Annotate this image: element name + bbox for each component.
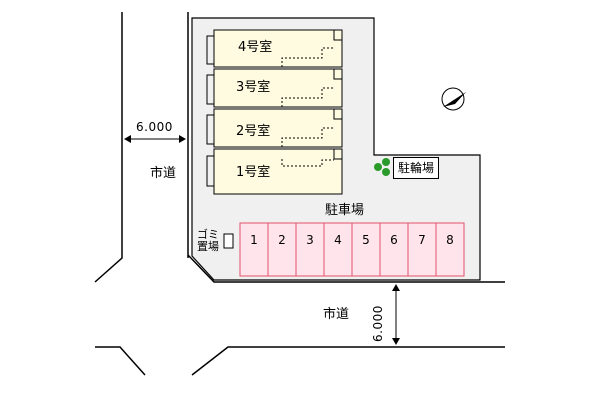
parking-space-number-2: 2 bbox=[278, 233, 286, 247]
parking-space-2 bbox=[267, 222, 297, 277]
room-2-block bbox=[213, 108, 343, 148]
trash-area-label-line1: ゴミ bbox=[197, 228, 219, 241]
west-road-width-label: 6.000 bbox=[136, 120, 173, 134]
parking-space-number-5: 5 bbox=[362, 233, 370, 247]
room-3-block bbox=[213, 68, 343, 108]
parking-space-number-1: 1 bbox=[250, 233, 258, 247]
bicycle-parking-label: 駐輪場 bbox=[393, 157, 440, 179]
parking-space-number-4: 4 bbox=[334, 233, 342, 247]
west-road-label: 市道 bbox=[150, 166, 177, 181]
building bbox=[206, 29, 343, 195]
room-3-label: 3号室 bbox=[236, 80, 271, 95]
west-road-dimension-arrow bbox=[124, 135, 186, 143]
parking-space-7 bbox=[407, 222, 437, 277]
north-arrow-icon bbox=[441, 87, 466, 111]
parking-space-3 bbox=[295, 222, 325, 277]
south-road-width-label: 6.000 bbox=[371, 305, 385, 342]
south-road-bottom-right-edge bbox=[191, 346, 505, 376]
south-road-bottom-left-edge bbox=[95, 346, 146, 376]
south-road-label: 市道 bbox=[323, 307, 350, 322]
parking-space-5 bbox=[351, 222, 381, 277]
trash-area-label-line2: 置場 bbox=[197, 239, 219, 253]
south-road-dimension-arrow bbox=[392, 284, 400, 345]
parking-spaces bbox=[239, 222, 465, 277]
room-1-label: 1号室 bbox=[236, 165, 271, 180]
room-4-label: 4号室 bbox=[238, 40, 273, 55]
parking-space-6 bbox=[379, 222, 409, 277]
parking-space-number-8: 8 bbox=[446, 233, 454, 247]
west-road-left-edge bbox=[94, 12, 123, 283]
parking-space-8 bbox=[435, 222, 465, 277]
room-2-label: 2号室 bbox=[236, 124, 271, 139]
trash-area-label: ゴミ 置場 bbox=[196, 229, 220, 252]
trash-bin-icon bbox=[223, 233, 234, 249]
room-1-block bbox=[213, 148, 343, 195]
parking-space-4 bbox=[323, 222, 353, 277]
parking-label: 駐車場 bbox=[325, 203, 365, 218]
tree-group-icon bbox=[374, 158, 390, 176]
south-road-top-edge bbox=[187, 254, 505, 283]
parking-space-number-3: 3 bbox=[306, 233, 314, 247]
parking-space-1 bbox=[239, 222, 269, 277]
parking-space-number-6: 6 bbox=[390, 233, 398, 247]
parking-space-number-7: 7 bbox=[418, 233, 426, 247]
room-4-block bbox=[213, 29, 343, 68]
